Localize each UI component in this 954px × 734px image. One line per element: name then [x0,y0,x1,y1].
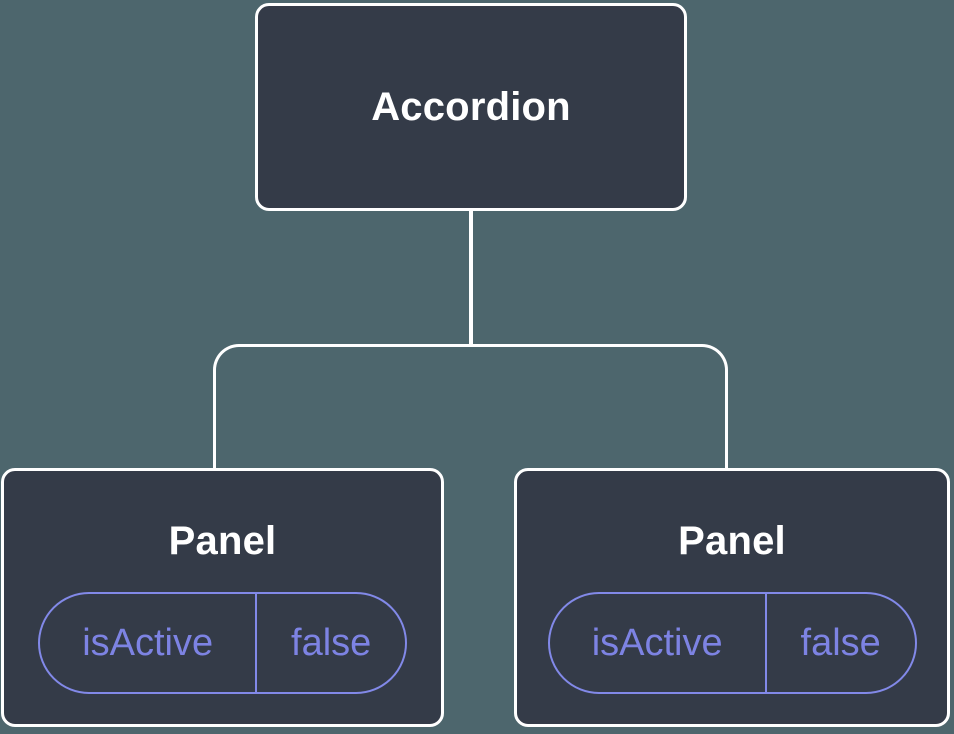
panel-left-label: Panel [168,519,277,563]
pill-prop-name: isActive [82,621,214,664]
panel-right-label: Panel [678,519,786,563]
pill-prop-value: false [764,594,915,692]
pill-prop-value: false [255,594,405,692]
node-panel-left: Panel isActive false [1,468,444,727]
node-panel-right: Panel isActive false [514,468,950,727]
connector-bracket [213,344,728,470]
node-accordion: Accordion [255,3,687,211]
state-pill: isActive false [547,592,917,694]
accordion-label: Accordion [371,84,571,129]
state-pill: isActive false [38,592,407,694]
connector-stem [469,209,473,347]
pill-prop-name: isActive [591,621,723,664]
